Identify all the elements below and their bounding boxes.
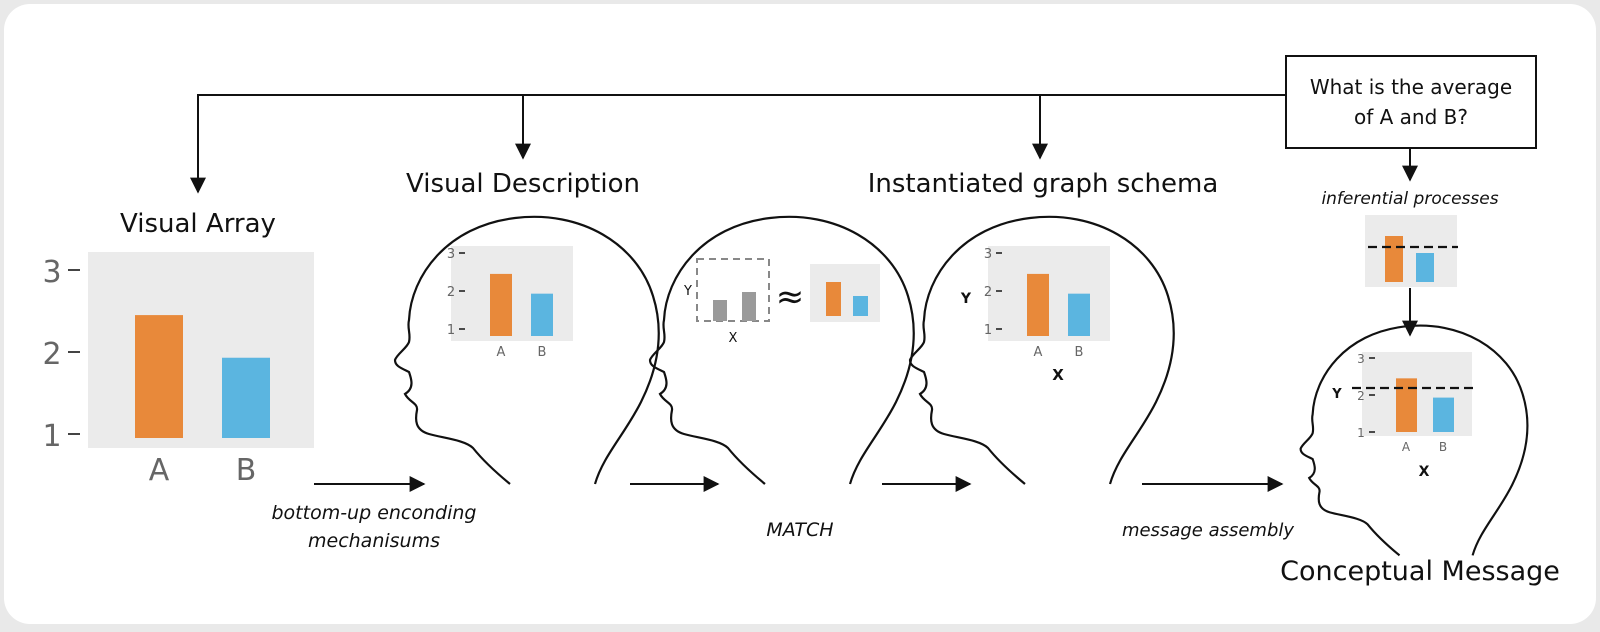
match-sketch-frame xyxy=(696,258,770,322)
head-outline-1 xyxy=(393,215,660,485)
match-x-label: X xyxy=(729,331,738,346)
conceptual-x-label: X xyxy=(1419,464,1430,480)
match-sketch-bar-1 xyxy=(713,300,727,321)
head-outline-2 xyxy=(648,215,915,485)
vd-bar-b xyxy=(531,293,553,336)
inferential-label: inferential processes xyxy=(1321,189,1498,209)
conceptual-y-label: Y xyxy=(1331,387,1342,402)
visual-array-stage: Visual Array 3 2 1 A B xyxy=(42,209,314,488)
arrow-to-visual-array xyxy=(190,94,1286,194)
va-ytick-2: 2 xyxy=(42,337,61,372)
inferential-bar-a xyxy=(1385,236,1403,282)
schema-stage: Instantiated graph schema 3 2 1 Y A B X xyxy=(868,169,1219,485)
schema-category-b: B xyxy=(1075,345,1084,360)
conceptual-ytick-2: 2 xyxy=(1357,389,1365,403)
match-label: MATCH xyxy=(766,519,833,541)
va-bar-b xyxy=(222,357,270,438)
schema-ytick-3: 3 xyxy=(984,247,992,262)
conceptual-title: Conceptual Message xyxy=(1280,556,1560,587)
bottom-up-label-line-2: mechanisums xyxy=(308,530,440,552)
schema-bar-b xyxy=(1068,293,1090,336)
vd-category-b: B xyxy=(538,345,547,360)
va-category-a: A xyxy=(149,453,170,488)
vd-ytick-1: 1 xyxy=(447,323,455,338)
question-box: What is the average of A and B? xyxy=(1285,55,1537,149)
match-mini-bar-a xyxy=(826,282,841,316)
match-mini-bar-b xyxy=(853,296,868,316)
match-sketch-bar-2 xyxy=(742,292,756,321)
conceptual-stage: 3 2 1 Y A B X Conceptual Message xyxy=(1280,324,1560,587)
va-category-b: B xyxy=(236,453,257,488)
conceptual-category-b: B xyxy=(1439,440,1447,454)
schema-y-label: Y xyxy=(960,291,972,307)
va-ytick-3: 3 xyxy=(42,255,61,290)
card-background xyxy=(4,4,1596,624)
question-line-1: What is the average xyxy=(1310,75,1512,99)
schema-title: Instantiated graph schema xyxy=(868,169,1219,199)
bottom-up-label-line-1: bottom-up enconding xyxy=(271,502,476,524)
conceptual-bar-b xyxy=(1433,397,1454,432)
vd-ytick-2: 2 xyxy=(447,285,455,300)
schema-bar-a xyxy=(1027,273,1049,336)
schema-ytick-2: 2 xyxy=(984,285,992,300)
head-outline-3 xyxy=(908,215,1175,485)
vd-ytick-3: 3 xyxy=(447,247,455,262)
question-line-2: of A and B? xyxy=(1354,105,1468,129)
visual-description-title: Visual Description xyxy=(406,169,640,199)
conceptual-category-a: A xyxy=(1402,440,1411,454)
match-approx-symbol: ≈ xyxy=(776,277,805,317)
schema-ytick-1: 1 xyxy=(984,323,992,338)
conceptual-ytick-1: 1 xyxy=(1357,426,1365,440)
inferential-chart xyxy=(1365,215,1457,287)
schema-x-label: X xyxy=(1052,366,1064,384)
va-bar-a xyxy=(135,315,183,438)
match-mini-chart xyxy=(810,264,880,322)
inferential-stage: inferential processes xyxy=(1321,189,1499,287)
match-stage: Y X ≈ xyxy=(648,215,915,485)
vd-category-a: A xyxy=(497,345,506,360)
inferential-bar-b xyxy=(1416,253,1434,282)
visual-array-panel xyxy=(88,252,314,448)
vd-bar-a xyxy=(490,273,512,336)
visual-description-stage: Visual Description 3 2 1 A B xyxy=(393,169,660,485)
head-outline-4 xyxy=(1299,324,1529,557)
message-assembly-label: message assembly xyxy=(1122,520,1294,541)
conceptual-bar-a xyxy=(1396,378,1417,432)
va-ytick-1: 1 xyxy=(42,419,61,454)
match-y-label: Y xyxy=(683,284,692,299)
top-down-connectors xyxy=(190,94,1418,337)
schema-category-a: A xyxy=(1034,345,1043,360)
visual-array-title: Visual Array xyxy=(120,209,276,239)
conceptual-ytick-3: 3 xyxy=(1357,352,1365,366)
